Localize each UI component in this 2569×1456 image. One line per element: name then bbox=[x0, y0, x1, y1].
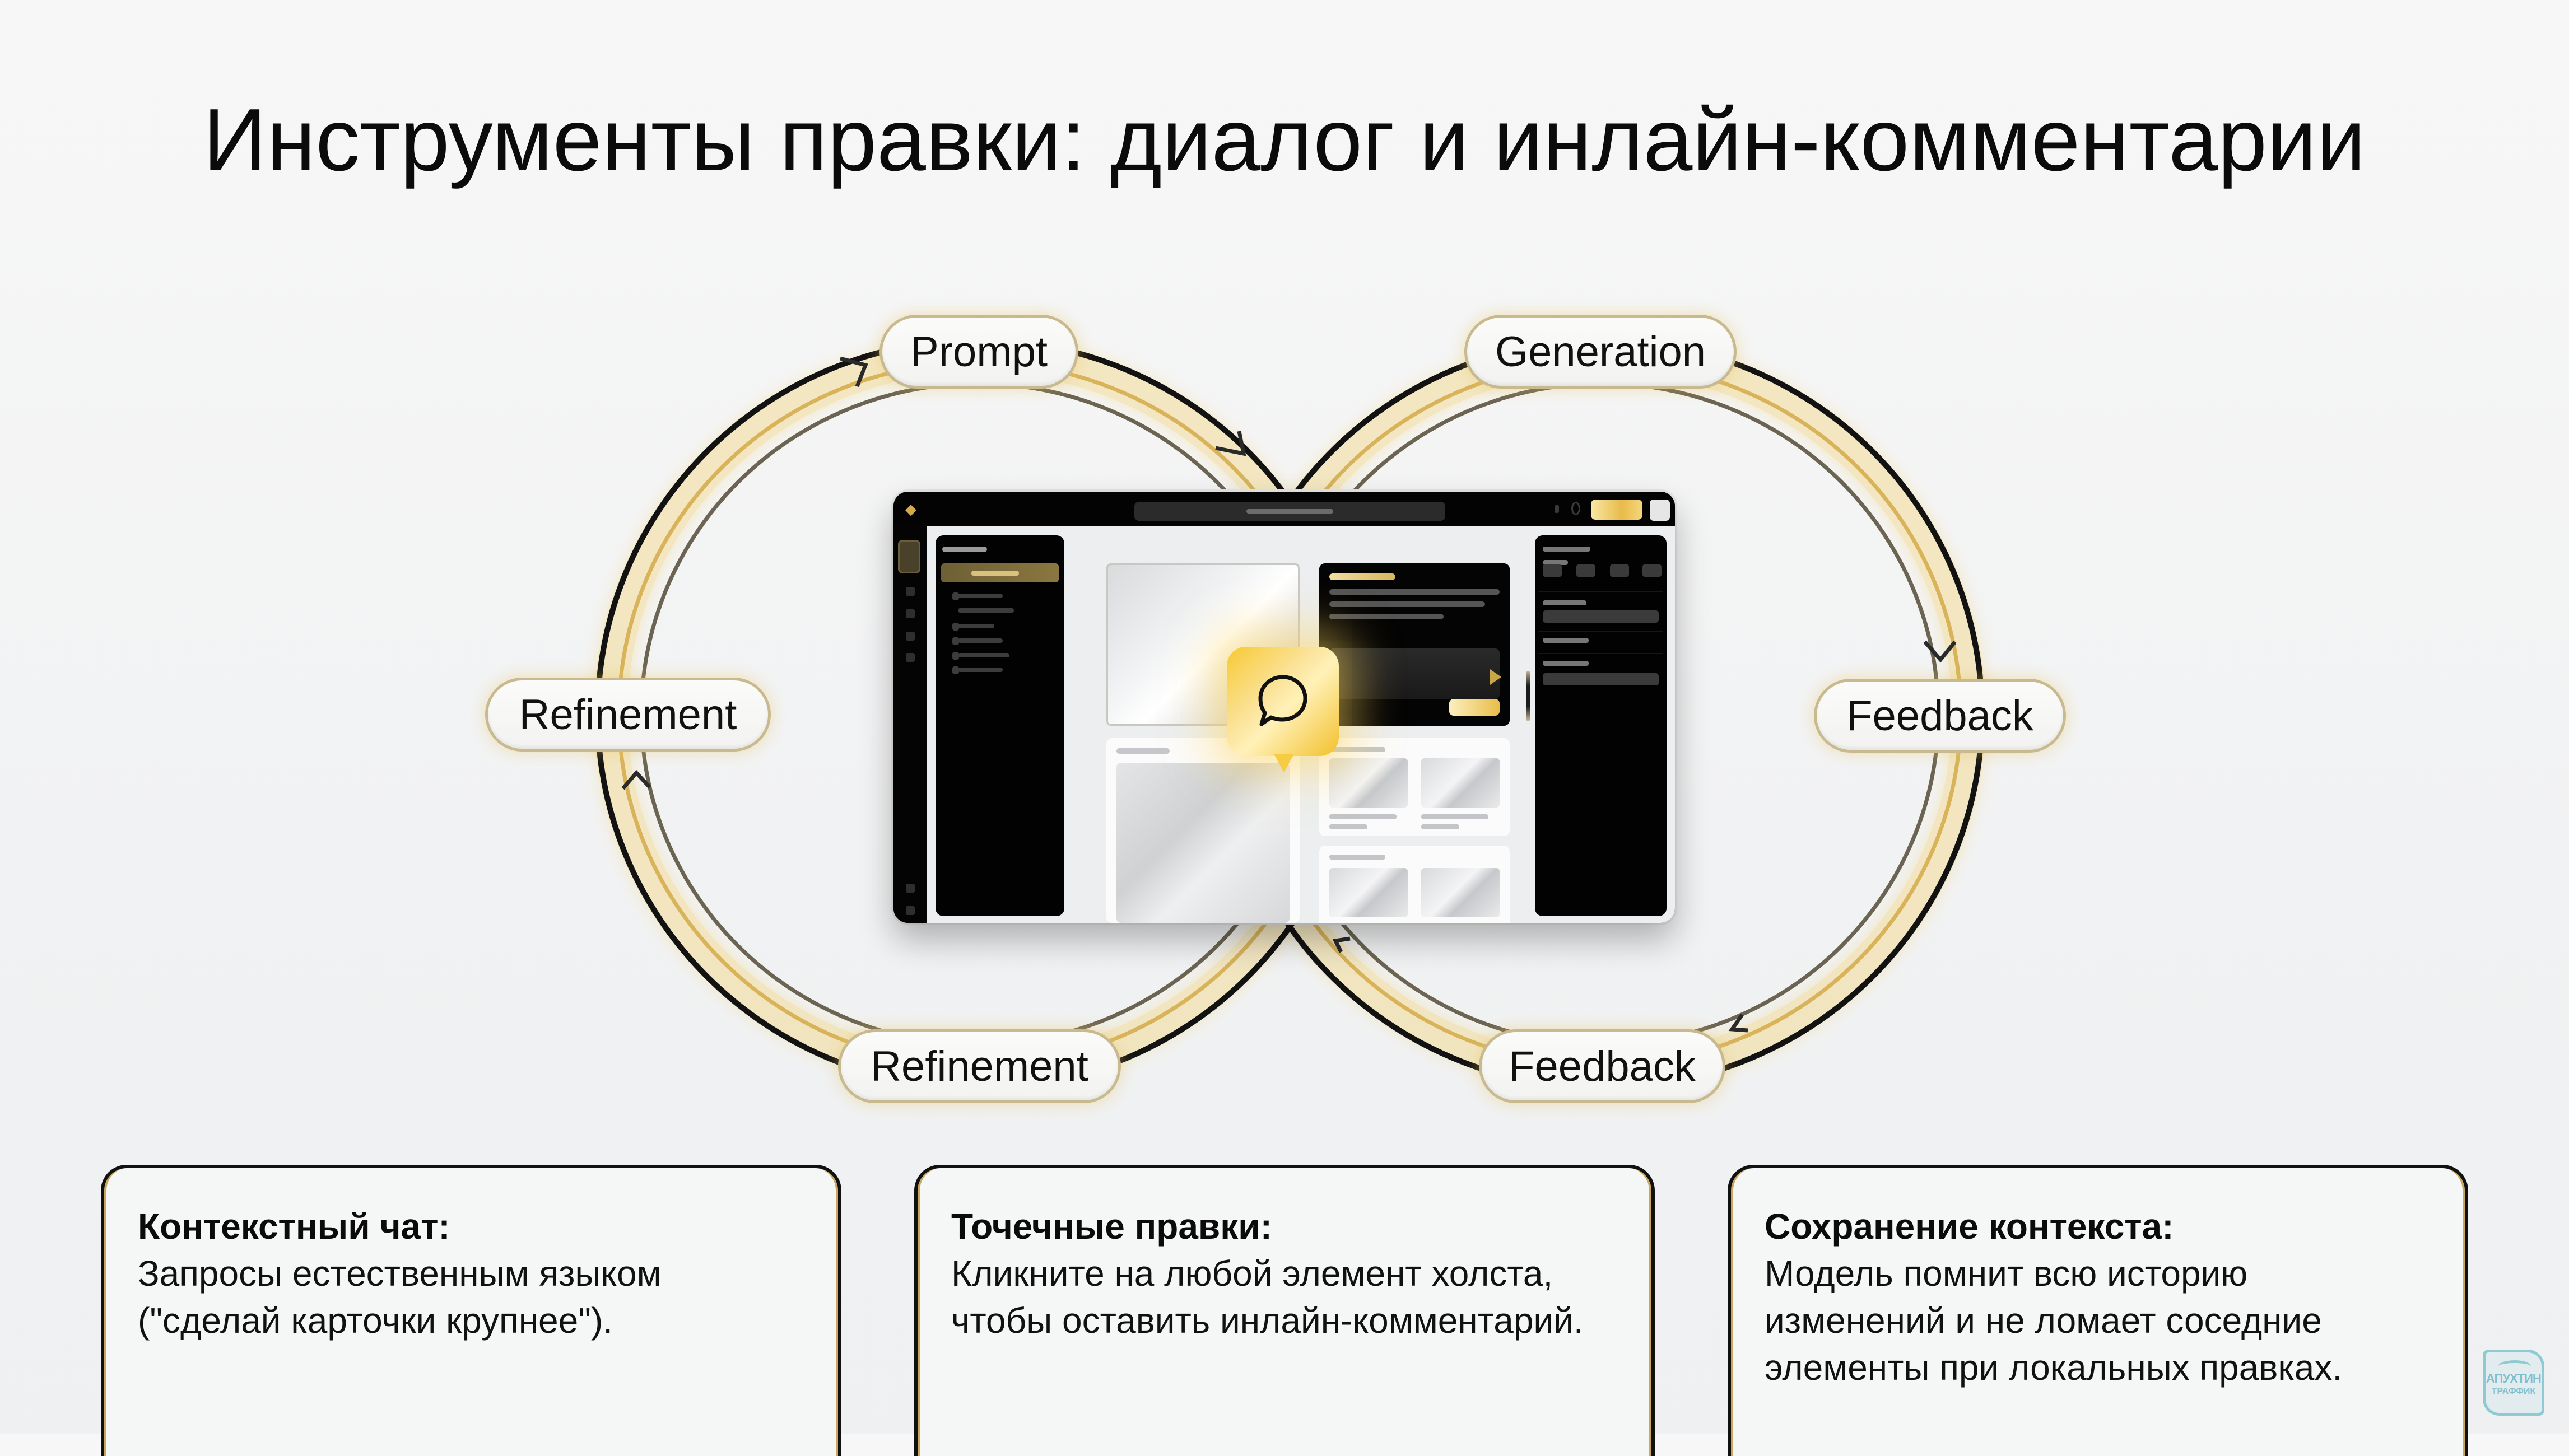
rail-active-item bbox=[898, 540, 920, 573]
info-card-heading: Сохранение контекста: bbox=[1765, 1206, 2174, 1247]
info-card-text: элементы при локальных правках. bbox=[1765, 1347, 2343, 1388]
label-feedback-right: Feedback bbox=[1814, 679, 2066, 753]
info-card-point-edits: Точечные правки: Кликните на любой элеме… bbox=[914, 1165, 1655, 1456]
info-card-heading: Точечные правки: bbox=[951, 1206, 1272, 1247]
app-address-bar bbox=[1134, 502, 1445, 521]
rail-icon bbox=[906, 653, 915, 662]
rail-icon bbox=[906, 587, 915, 596]
label-feedback-bottom: Feedback bbox=[1479, 1029, 1725, 1103]
properties-panel bbox=[1535, 535, 1667, 916]
app-icon-rail bbox=[893, 525, 927, 923]
label-prompt: Prompt bbox=[879, 315, 1078, 389]
inline-comment-bubble bbox=[1227, 647, 1339, 773]
slide-title: Инструменты правки: диалог и инлайн-комм… bbox=[203, 91, 2366, 189]
secondary-action-button bbox=[1650, 500, 1670, 521]
info-card-text: ("сделай карточки крупнее"). bbox=[138, 1300, 613, 1341]
arrow-icon bbox=[621, 769, 651, 790]
canvas-gallery-card bbox=[1106, 738, 1300, 923]
arrow-icon bbox=[1215, 431, 1246, 456]
rail-icon bbox=[906, 906, 915, 915]
info-card-heading: Контекстный чат: bbox=[138, 1206, 450, 1247]
canvas-grid-card bbox=[1319, 846, 1510, 923]
info-card-text: Модель помнит всю историю bbox=[1765, 1253, 2248, 1294]
rail-icon bbox=[906, 884, 915, 893]
app-logo-icon: ◆ bbox=[905, 501, 916, 517]
arrow-icon bbox=[1728, 1014, 1748, 1033]
info-card-text: Кликните на любой элемент холста, bbox=[951, 1253, 1553, 1294]
info-card-text: изменений и не ломает соседние bbox=[1765, 1300, 2322, 1341]
label-generation: Generation bbox=[1464, 315, 1737, 389]
layers-panel-selected-item bbox=[941, 563, 1059, 582]
canvas-grid-card bbox=[1319, 738, 1510, 836]
rail-icon bbox=[906, 632, 915, 641]
speech-bubble-icon bbox=[1258, 675, 1307, 726]
label-refinement-left: Refinement bbox=[485, 678, 771, 752]
label-refinement-bottom: Refinement bbox=[838, 1029, 1121, 1103]
app-toolbar: ◆ bbox=[893, 492, 1675, 525]
watermark-arc-icon bbox=[2498, 1360, 2531, 1373]
app-mockup-window: ◆ bbox=[893, 492, 1675, 923]
info-card-context-chat: Контекстный чат: Запросы естественным яз… bbox=[101, 1165, 841, 1456]
info-card-text: чтобы оставить инлайн-комментарий. bbox=[951, 1300, 1584, 1341]
settings-icon bbox=[1571, 502, 1580, 515]
canvas-dark-card bbox=[1319, 563, 1510, 726]
watermark-logo: АПУХТИН ТРАФФИК bbox=[2483, 1350, 2544, 1416]
arrow-icon bbox=[1923, 640, 1957, 663]
arrow-icon bbox=[1332, 936, 1351, 953]
arrow-icon bbox=[840, 356, 868, 388]
primary-action-button bbox=[1591, 500, 1642, 520]
panel-resize-handle bbox=[1526, 671, 1530, 721]
info-card-text: Запросы естественным языком bbox=[138, 1253, 662, 1294]
flow-arrows bbox=[621, 356, 1957, 1033]
rail-icon bbox=[906, 609, 915, 618]
layers-panel bbox=[936, 535, 1064, 916]
toolbar-icon bbox=[1555, 505, 1559, 513]
info-card-context-preservation: Сохранение контекста: Модель помнит всю … bbox=[1728, 1165, 2468, 1456]
pointer-cursor-icon bbox=[1490, 669, 1501, 685]
card-cta-button bbox=[1449, 699, 1500, 716]
